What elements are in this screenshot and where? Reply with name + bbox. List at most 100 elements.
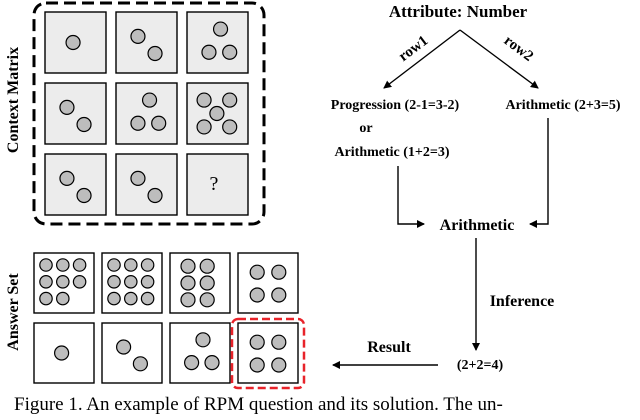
arithmetic-row2-rule: Arithmetic (2+3=5) xyxy=(505,98,620,113)
context-panel xyxy=(115,153,178,216)
shape-dot xyxy=(271,264,287,280)
context-panel xyxy=(44,11,107,74)
answer-set-label: Answer Set xyxy=(5,273,22,351)
shape-dot xyxy=(65,34,81,51)
shape-dot xyxy=(132,356,148,372)
shape-dot xyxy=(72,258,87,272)
panel-frame xyxy=(237,322,299,384)
shape-dot xyxy=(209,105,225,122)
context-matrix xyxy=(44,11,249,216)
shape-dot xyxy=(249,357,265,373)
equation-label: (2+2=4) xyxy=(457,358,504,373)
panel-frame xyxy=(186,11,249,74)
shape-dot xyxy=(124,274,138,289)
shape-dot xyxy=(249,287,265,303)
answer-option xyxy=(33,322,95,384)
shape-dot xyxy=(55,291,70,306)
row2-label: row2 xyxy=(501,33,536,65)
arithmetic-row1-rule: Arithmetic (1+2=3) xyxy=(334,145,449,160)
context-matrix-label: Context Matrix xyxy=(5,47,22,153)
missing-panel xyxy=(186,153,249,216)
shape-dot xyxy=(180,258,196,274)
shape-dot xyxy=(195,332,211,348)
inference-label: Inference xyxy=(490,293,555,310)
shape-dot xyxy=(53,345,70,361)
shape-dot xyxy=(222,119,238,135)
answer-option xyxy=(101,322,163,384)
answer-option xyxy=(237,252,299,314)
selected-answer-highlight xyxy=(230,317,306,390)
panel-frame xyxy=(115,11,178,74)
shape-dot xyxy=(180,292,196,308)
figure-caption: Figure 1. An example of RPM question and… xyxy=(14,394,503,415)
shape-dot xyxy=(271,287,287,303)
answer-option xyxy=(33,252,95,314)
shape-dot xyxy=(124,291,138,306)
panel-frame xyxy=(101,322,163,384)
shape-dot xyxy=(59,99,75,116)
shape-dot xyxy=(107,258,121,272)
answer-option xyxy=(169,322,231,384)
shape-dot xyxy=(222,44,238,60)
shape-dot xyxy=(140,258,155,272)
shape-dot xyxy=(140,291,155,306)
flow-arrows xyxy=(332,29,549,369)
shape-dot xyxy=(39,291,53,306)
context-matrix-border xyxy=(32,1,266,226)
shape-dot xyxy=(199,292,215,308)
shape-dot xyxy=(199,258,215,274)
shape-dot xyxy=(55,258,70,272)
shape-dot xyxy=(249,334,265,350)
shape-dot xyxy=(196,119,212,135)
shape-dot xyxy=(222,92,238,108)
merged-rule: Arithmetic xyxy=(440,217,515,234)
answer-option xyxy=(237,322,299,384)
shape-dot xyxy=(55,274,70,289)
right-merge-arrow xyxy=(529,118,549,228)
shape-dot xyxy=(130,115,146,131)
row2-arrow xyxy=(459,29,539,89)
panel-frame xyxy=(237,252,299,314)
shape-dot xyxy=(271,357,287,373)
shape-dot xyxy=(249,264,265,280)
shape-dot xyxy=(72,274,87,289)
shape-dot xyxy=(59,170,75,186)
shape-dot xyxy=(180,275,196,291)
shape-dot xyxy=(147,45,163,62)
shape-dot xyxy=(107,291,121,306)
shape-dot xyxy=(130,170,146,186)
context-panel xyxy=(115,11,178,74)
left-merge-arrow xyxy=(397,166,425,228)
panel-frame xyxy=(44,82,107,145)
result-label: Result xyxy=(367,339,411,356)
answer-set xyxy=(33,252,299,384)
row1-label: row1 xyxy=(396,33,431,65)
panel-frame xyxy=(115,153,178,216)
answer-option xyxy=(169,252,231,314)
shape-dot xyxy=(201,44,217,60)
attribute-title: Attribute: Number xyxy=(389,2,528,21)
shape-dot xyxy=(212,21,229,37)
shape-dot xyxy=(39,258,53,272)
context-panel xyxy=(186,82,249,145)
shape-dot xyxy=(151,115,167,131)
context-panel xyxy=(44,153,107,216)
context-panel xyxy=(44,82,107,145)
shape-dot xyxy=(124,258,138,272)
shape-dot xyxy=(204,355,220,371)
shape-dot xyxy=(39,274,53,289)
question-mark: ? xyxy=(210,173,219,195)
shape-dot xyxy=(140,274,155,289)
row1-arrow xyxy=(383,29,461,89)
shape-dot xyxy=(130,28,146,45)
answer-option xyxy=(101,252,163,314)
or-label: or xyxy=(359,121,372,136)
shape-dot xyxy=(199,275,215,291)
context-panel xyxy=(186,11,249,74)
shape-dot xyxy=(141,92,158,108)
shape-dot xyxy=(271,334,287,350)
panel-frame xyxy=(115,82,178,145)
context-panel xyxy=(115,82,178,145)
shape-dot xyxy=(196,92,212,108)
